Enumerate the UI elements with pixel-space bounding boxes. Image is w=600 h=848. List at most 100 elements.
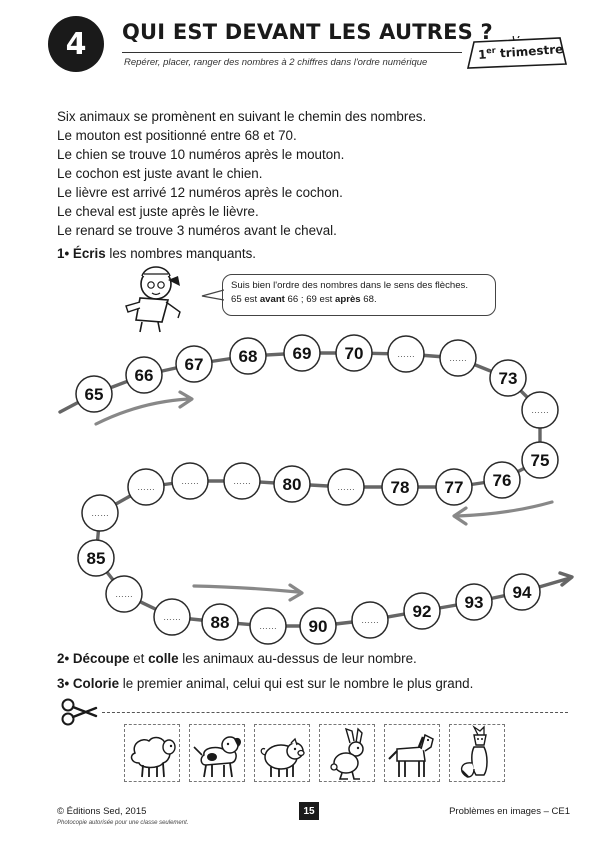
- cochon-icon: [260, 737, 305, 777]
- circle-shape: [381, 468, 419, 506]
- path-number-circle[interactable]: ……: [387, 335, 425, 373]
- lesson-number-badge: 4: [48, 16, 104, 72]
- circle-shape: [77, 539, 115, 577]
- circle-shape: [75, 375, 113, 413]
- path-number-circle[interactable]: ……: [351, 601, 389, 639]
- animal-card-cheval[interactable]: [384, 724, 440, 782]
- circle-label: 69: [293, 344, 312, 363]
- path-number-circle: 73: [489, 359, 527, 397]
- circle-label: ……: [449, 353, 467, 363]
- path-number-circle[interactable]: ……: [105, 575, 143, 613]
- path-number-circle: 94: [503, 573, 541, 611]
- cut-line: [102, 712, 568, 713]
- circle-shape: [229, 337, 267, 375]
- circle-label: ……: [233, 476, 251, 486]
- circle-shape: [435, 468, 473, 506]
- intro-line: Le chien se trouve 10 numéros après le m…: [57, 147, 345, 162]
- direction-arrow-2-icon: [452, 500, 554, 526]
- circle-label: 68: [239, 347, 258, 366]
- circle-shape: [503, 573, 541, 611]
- circle-shape: [489, 359, 527, 397]
- term-tag-shape: [466, 36, 567, 69]
- circle-shape: [521, 391, 559, 429]
- path-number-circle: 93: [455, 583, 493, 621]
- path-number-circle[interactable]: ……: [439, 339, 477, 377]
- circle-label: ……: [531, 405, 549, 415]
- bubble-line-1: Suis bien l'ordre des nombres dans le se…: [231, 280, 469, 291]
- circle-shape: [249, 607, 287, 645]
- circle-shape: [125, 356, 163, 394]
- animal-card-mouton[interactable]: [124, 724, 180, 782]
- path-number-circle: 77: [435, 468, 473, 506]
- speech-bubble: Suis bien l'ordre des nombres dans le se…: [222, 274, 496, 316]
- intro-line: Six animaux se promènent en suivant le c…: [57, 109, 427, 124]
- circle-label: ……: [181, 476, 199, 486]
- circle-label: ……: [361, 615, 379, 625]
- bubble-line-2: 65 est avant 66 ; 69 est après 68.: [231, 294, 377, 305]
- animal-card-renard[interactable]: [449, 724, 505, 782]
- circle-label: 93: [465, 593, 484, 612]
- path-number-circle[interactable]: ……: [223, 462, 261, 500]
- scissors-icon: [61, 698, 98, 726]
- question-1: 1• Écris les nombres manquants.: [57, 246, 257, 261]
- mouton-icon: [130, 736, 176, 778]
- circle-label: 66: [135, 366, 154, 385]
- circle-label: 88: [211, 613, 230, 632]
- page-number: 15: [299, 802, 319, 820]
- book-title: Problèmes en images – CE1: [449, 806, 570, 817]
- path-number-circle: 85: [77, 539, 115, 577]
- circle-shape: [299, 607, 337, 645]
- path-number-circle[interactable]: ……: [171, 462, 209, 500]
- path-number-circle[interactable]: ……: [127, 468, 165, 506]
- circle-shape: [439, 339, 477, 377]
- intro-line: Le renard se trouve 3 numéros avant le c…: [57, 223, 337, 238]
- speech-bubble-tail: [201, 289, 224, 301]
- circle-shape: [327, 468, 365, 506]
- page-subtitle: Repérer, placer, ranger des nombres à 2 …: [124, 57, 428, 68]
- path-number-circle: 66: [125, 356, 163, 394]
- direction-arrow-1-icon: [94, 390, 194, 426]
- path-number-circle[interactable]: ……: [249, 607, 287, 645]
- animals-strip: [124, 724, 506, 782]
- circle-shape: [153, 598, 191, 636]
- path-number-circle: 69: [283, 334, 321, 372]
- circle-shape: [351, 601, 389, 639]
- circle-shape: [171, 462, 209, 500]
- circle-label: 92: [413, 602, 432, 621]
- path-number-circle[interactable]: ……: [153, 598, 191, 636]
- renard-icon: [461, 725, 488, 778]
- circle-label: ……: [337, 482, 355, 492]
- path-number-circle: 70: [335, 334, 373, 372]
- animal-card-lievre[interactable]: [319, 724, 375, 782]
- animal-card-chien[interactable]: [189, 724, 245, 782]
- animal-card-cochon[interactable]: [254, 724, 310, 782]
- circle-shape: [223, 462, 261, 500]
- circle-label: ……: [137, 482, 155, 492]
- circle-label: 77: [445, 478, 464, 497]
- circle-label: 78: [391, 478, 410, 497]
- question-2: 2• Découpe et colle les animaux au-dessu…: [57, 651, 417, 666]
- path-number-circle[interactable]: ……: [81, 494, 119, 532]
- circle-label: 75: [531, 451, 550, 470]
- path-number-circle[interactable]: ……: [521, 391, 559, 429]
- circle-label: 65: [85, 385, 104, 404]
- circle-shape: [335, 334, 373, 372]
- circle-shape: [455, 583, 493, 621]
- cheval-icon: [388, 733, 434, 777]
- path-number-circle: 90: [299, 607, 337, 645]
- header-underline: [122, 52, 462, 53]
- path-number-circle: 68: [229, 337, 267, 375]
- copyright-text: © Éditions Sed, 2015: [57, 806, 147, 817]
- intro-line: Le lièvre est arrivé 12 numéros après le…: [57, 185, 343, 200]
- circle-shape: [273, 465, 311, 503]
- circle-label: ……: [163, 612, 181, 622]
- circle-label: ……: [115, 589, 133, 599]
- circle-shape: [127, 468, 165, 506]
- path-number-circle: 65: [75, 375, 113, 413]
- path-number-circle[interactable]: ……: [327, 468, 365, 506]
- circle-label: 67: [185, 355, 204, 374]
- circle-label: 85: [87, 549, 106, 568]
- intro-line: Le mouton est positionné entre 68 et 70.: [57, 128, 297, 143]
